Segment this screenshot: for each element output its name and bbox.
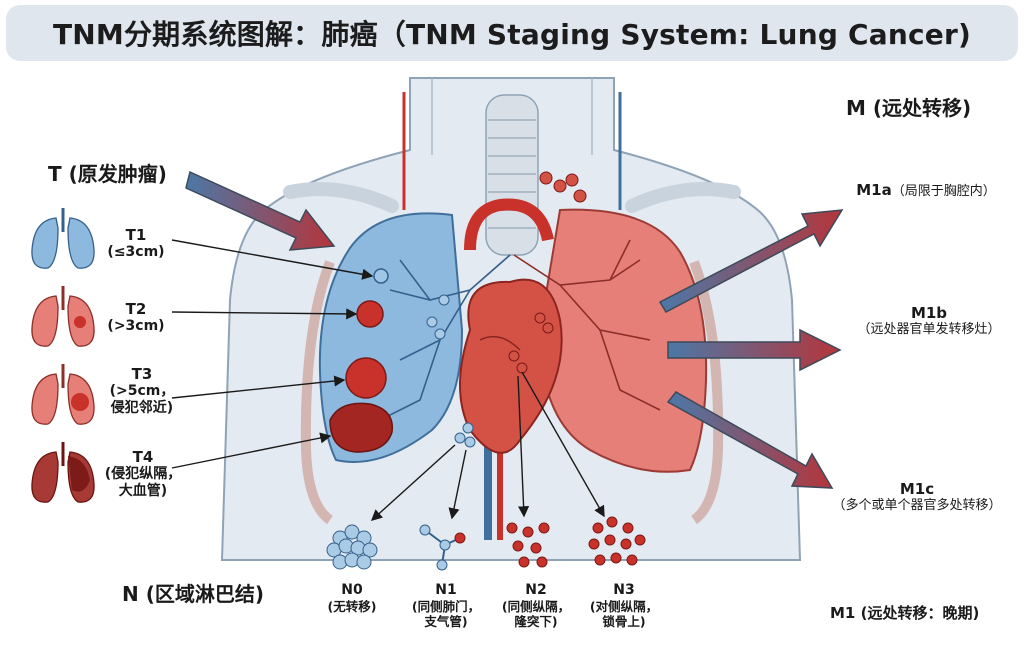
t2-desc: (>3cm) (107, 318, 165, 335)
n1-desc: (同侧肺门， 支气管) (411, 599, 481, 630)
n0-node-icon (326, 524, 378, 570)
n2-desc: (同侧纵隔， 隆突下) (501, 599, 571, 630)
n1-node-icon (419, 524, 466, 571)
tumor-t3 (345, 357, 387, 399)
n-section-header: N (区域淋巴结) (122, 582, 264, 606)
m1b-label: M1b （远处器官单发转移灶） (836, 304, 1022, 338)
tumor-t2 (356, 300, 384, 328)
n2-node-icon (506, 522, 550, 568)
m1c-arrow (666, 391, 834, 489)
page-title: TNM分期系统图解：肺癌（TNM Staging System: Lung Ca… (52, 18, 971, 51)
mediastinal-lymph-nodes (508, 171, 587, 374)
left-bronchi (379, 254, 511, 421)
m1a-arrow (658, 209, 844, 313)
m1a-desc: （局限于胸腔内） (891, 184, 996, 199)
t1-name: T1 (125, 226, 147, 244)
n0-label: N0 (无转移) (316, 582, 388, 614)
n-pointer-lines (370, 371, 605, 521)
n2-label: N2 (同侧纵隔， 隆突下) (488, 582, 584, 630)
t4-lung-icon (31, 442, 95, 503)
t1-desc: (≤3cm) (107, 244, 165, 261)
m1a-label: M1a（局限于胸腔内） (836, 180, 1016, 200)
m1c-label: M1c （多个或单个器官多处转移） (812, 480, 1022, 514)
t-section-header: T (原发肿瘤) (48, 162, 167, 186)
n3-label: N3 (对侧纵隔， 锁骨上) (576, 582, 672, 630)
tumor-t1 (373, 268, 389, 284)
t-pointer-lines (171, 239, 374, 469)
t3-label: T3 (>5cm， 侵犯邻近) (100, 365, 184, 417)
heart (459, 278, 563, 454)
n3-desc: (对侧纵隔， 锁骨上) (589, 599, 659, 630)
n0-name: N0 (341, 582, 363, 598)
title-bar: TNM分期系统图解：肺癌（TNM Staging System: Lung Ca… (6, 5, 1018, 61)
left-lung (318, 212, 464, 463)
m1b-arrow (667, 328, 842, 372)
t4-name: T4 (132, 448, 154, 466)
m1b-name: M1b (910, 304, 948, 322)
m1c-desc: （多个或单个器官多处转移） (832, 498, 1002, 514)
t2-lung-icon (31, 286, 95, 347)
right-bronchi (513, 239, 661, 411)
t3-lung-icon (31, 364, 95, 425)
left-rib-band (300, 260, 335, 525)
t2-label: T2 (>3cm) (104, 300, 168, 335)
right-lung (538, 208, 708, 473)
n3-name: N3 (613, 582, 635, 598)
n1-name: N1 (435, 582, 457, 598)
trachea (485, 94, 539, 256)
tumor-t4 (329, 402, 394, 453)
t4-label: T4 (侵犯纵隔， 大血管) (98, 448, 188, 500)
t4-desc: (侵犯纵隔， 大血管) (104, 466, 182, 500)
right-clavicle (625, 182, 741, 213)
n0-desc: (无转移) (327, 599, 377, 615)
t3-desc: (>5cm， 侵犯邻近) (109, 383, 175, 417)
aorta (464, 198, 554, 251)
t2-name: T2 (125, 300, 147, 318)
left-clavicle (283, 182, 399, 213)
t3-name: T3 (131, 365, 153, 383)
n3-node-icon (588, 516, 646, 566)
t-big-arrow (185, 170, 336, 251)
n1-label: N1 (同侧肺门， 支气管) (400, 582, 492, 630)
t1-lung-icon (31, 208, 95, 269)
m-section-header: M (远处转移) (846, 96, 972, 120)
m1c-name: M1c (899, 480, 935, 498)
t1-label: T1 (≤3cm) (104, 226, 168, 261)
m-footer: M1 (远处转移：晚期) (830, 604, 980, 622)
m1b-desc: （远处器官单发转移灶） (857, 322, 1001, 338)
n2-name: N2 (525, 582, 547, 598)
hilar-lymph-nodes (426, 294, 476, 448)
m1a-name: M1a (856, 181, 892, 199)
